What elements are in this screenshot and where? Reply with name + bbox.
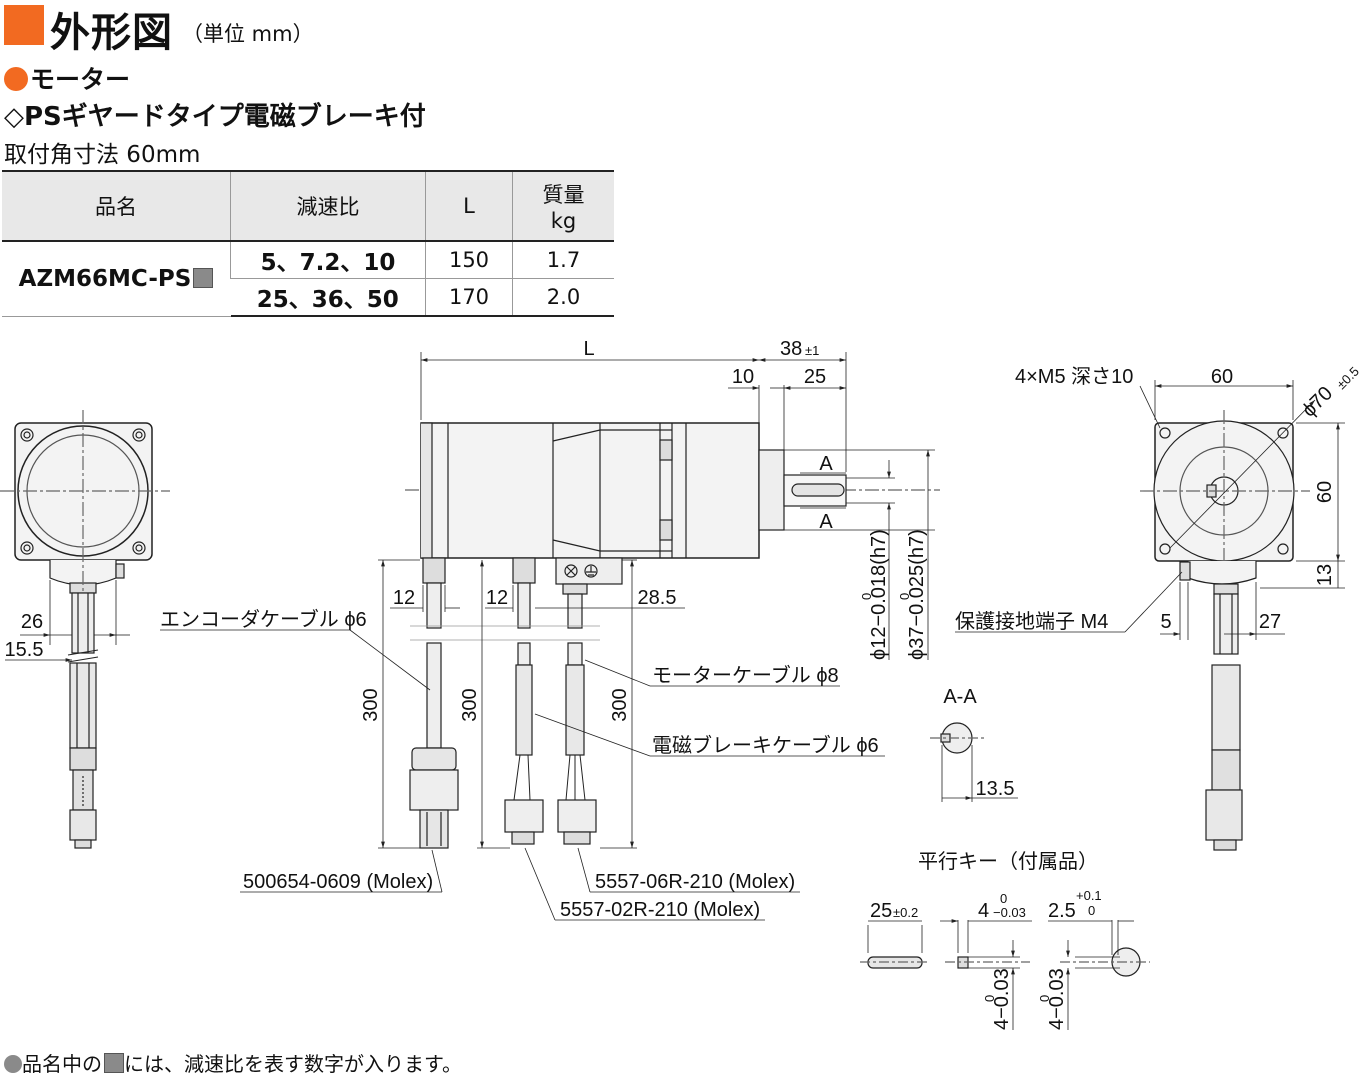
key-dim-4-up: 0 (1000, 891, 1007, 906)
label-connector-brake: 5557-02R-210 (Molex) (560, 899, 760, 921)
dim-12-b: 12 (486, 587, 508, 609)
unit-label: （単位 mm） (182, 22, 314, 46)
key-dim-4v-b: 4−0.03 (1046, 968, 1068, 1030)
dim-shaft-37: ϕ37−0.025(h7) (906, 529, 928, 660)
label-encoder-cable: エンコーダケーブル ϕ6 (160, 607, 367, 631)
dim-300-brake: 300 (459, 688, 481, 721)
placeholder-square-icon (193, 267, 214, 288)
left-side-view (0, 410, 170, 849)
label-connector-motor: 5557-06R-210 (Molex) (595, 871, 795, 893)
dim-shaft-12-up: 0 (859, 593, 874, 600)
dim-28-5: 28.5 (638, 587, 677, 609)
label-ground-terminal: 保護接地端子 M4 (955, 610, 1108, 633)
type-heading: ◇PSギヤードタイプ電磁ブレーキ付 (4, 102, 426, 132)
main-side-view (160, 352, 940, 921)
dim-13: 13 (1314, 564, 1336, 586)
dim-25: 25 (804, 366, 826, 388)
flange-heading: 取付角寸法 60mm (4, 142, 201, 168)
label-motor-cable: モーターケーブル ϕ8 (652, 663, 839, 687)
key-dim-4-dn: −0.03 (993, 905, 1026, 920)
dim-m5: 4×M5 深さ10 (1015, 365, 1133, 388)
label-brake-cable: 電磁ブレーキケーブル ϕ6 (652, 733, 879, 757)
key-dim-2-5: 2.5 (1048, 900, 1076, 922)
section-A-bottom: A (819, 511, 833, 533)
dim-27: 27 (1259, 611, 1281, 633)
L-cell: 170 (425, 278, 513, 317)
dim-38-tol: ±1 (805, 343, 819, 358)
title-marker (4, 5, 44, 45)
key-dim-4v-b-up: 0 (1037, 995, 1052, 1002)
key-dim-2-5-dn: 0 (1088, 903, 1095, 918)
th-L: L (425, 170, 513, 242)
key-dim-4v-a: 4−0.03 (991, 968, 1013, 1030)
orange-dot-icon (4, 67, 28, 91)
dim-13-5: 13.5 (976, 778, 1015, 800)
product-name: AZM66MC-PS (18, 265, 192, 292)
key-dim-25-tol: ±0.2 (893, 905, 918, 920)
dim-15-5: 15.5 (5, 639, 44, 661)
parallel-key (860, 919, 1150, 1030)
th-ratio: 減速比 (230, 170, 426, 242)
ratio-cell: 25、36、50 (230, 278, 426, 317)
front-view (955, 380, 1345, 851)
th-mass-2: kg (550, 209, 577, 233)
dim-shaft-12: ϕ12−0.018(h7) (868, 529, 890, 660)
footnote-text-1: 品名中の (22, 1052, 102, 1076)
product-cell: AZM66MC-PS (2, 241, 231, 317)
dim-38: 38 (780, 338, 802, 360)
dim-phi70-tol: ±0.5 (1334, 364, 1362, 392)
dim-10: 10 (732, 366, 754, 388)
section-label-a-a: A-A (943, 686, 977, 708)
dim-12-a: 12 (393, 587, 415, 609)
dim-L: L (583, 338, 594, 360)
label-connector-encoder: 500654-0609 (Molex) (243, 871, 433, 893)
key-dim-2-5-up: +0.1 (1076, 888, 1102, 903)
gray-dot-icon (4, 1055, 22, 1073)
L-cell: 150 (425, 241, 513, 279)
key-dim-4v-a-up: 0 (982, 995, 997, 1002)
dim-shaft-37-up: 0 (897, 593, 912, 600)
section-a-a (930, 722, 1018, 802)
key-title: 平行キー（付属品） (918, 850, 1098, 873)
dim-60-h: 60 (1211, 366, 1233, 388)
ratio-cell: 5、7.2、10 (230, 241, 426, 279)
mass-cell: 2.0 (512, 278, 614, 317)
th-name: 品名 (2, 170, 231, 242)
motor-heading: モーター (4, 60, 130, 96)
dim-26: 26 (21, 611, 43, 633)
table-row: 25、36、50 170 2.0 (2, 278, 614, 317)
table-row: AZM66MC-PS 5、7.2、10 150 1.7 (2, 241, 614, 317)
dim-phi70: ϕ70 (1298, 382, 1337, 421)
section-A-top: A (819, 453, 833, 475)
key-dim-25: 25 (870, 900, 892, 922)
dim-60-v: 60 (1314, 481, 1336, 503)
page-title: 外形図 (50, 10, 173, 56)
placeholder-square-icon (104, 1053, 124, 1073)
mass-cell: 1.7 (512, 241, 614, 279)
th-mass-1: 質量 (542, 183, 585, 207)
dim-300-motor: 300 (609, 688, 631, 721)
footnote: 品名中のには、減速比を表す数字が入ります。 (4, 1048, 462, 1077)
dim-5: 5 (1160, 611, 1171, 633)
dim-300-encoder: 300 (360, 688, 382, 721)
footnote-text-2: には、減速比を表す数字が入ります。 (124, 1052, 462, 1076)
motor-heading-text: モーター (30, 65, 131, 94)
key-dim-4: 4 (978, 900, 989, 922)
